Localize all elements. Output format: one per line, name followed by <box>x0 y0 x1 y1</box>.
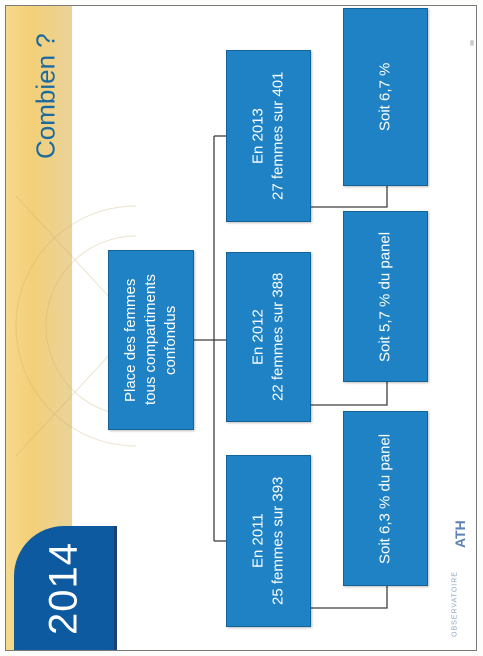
share-node-2012: Soit 5,7 % du panel <box>343 211 428 382</box>
scan-mark <box>470 40 474 46</box>
share-node-2013: Soit 6,7 % <box>343 8 428 186</box>
year-node-line: 27 femmes sur 401 <box>269 71 287 201</box>
share-node-text: Soit 6,7 % <box>376 62 394 132</box>
year-node-2011: En 2011 25 femmes sur 393 <box>226 455 311 627</box>
year-node-line: En 2011 <box>249 513 267 569</box>
root-node: Place des femmes tous compartiments conf… <box>108 250 194 430</box>
share-node-text: Soit 5,7 % du panel <box>376 231 394 362</box>
root-line: Place des femmes <box>122 278 139 402</box>
year-badge: 2014 <box>14 526 117 650</box>
year-node-line: En 2012 <box>249 309 267 365</box>
year-node-2012: En 2012 22 femmes sur 388 <box>226 252 311 422</box>
slide: Combien ? 2014 Place des femmes tous com… <box>5 5 477 651</box>
logo-mark: ATH <box>452 520 468 548</box>
root-line: tous compartiments <box>142 274 159 406</box>
share-node-text: Soit 6,3 % du panel <box>376 433 394 564</box>
year-node-line: En 2013 <box>249 108 267 164</box>
connector-lines <box>192 135 388 609</box>
root-line: confondus <box>162 305 179 375</box>
share-node-2011: Soit 6,3 % du panel <box>343 411 428 586</box>
year-node-2013: En 2013 27 femmes sur 401 <box>226 50 311 222</box>
year-node-line: 25 femmes sur 393 <box>269 476 287 606</box>
year-node-line: 22 femmes sur 388 <box>269 272 287 402</box>
logo-text: OBSERVATOIRE <box>451 571 459 637</box>
